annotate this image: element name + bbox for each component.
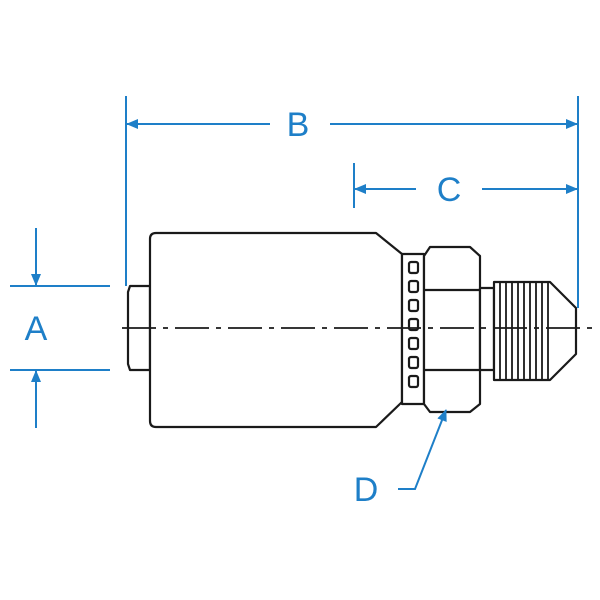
hex-nut	[422, 245, 482, 414]
dimension-label-b: B	[287, 106, 310, 144]
dimension-label-c: C	[437, 171, 462, 209]
dimension-label-a: A	[25, 310, 48, 348]
dimension-label-d: D	[354, 471, 379, 509]
dimensions: B C A D	[10, 96, 579, 509]
thread-lines	[499, 282, 549, 380]
collar-knurl	[407, 260, 420, 389]
neck	[478, 286, 496, 372]
fitting-body	[122, 231, 592, 429]
ferrule-shell	[148, 231, 404, 429]
male-thread	[492, 280, 578, 382]
dimension-d-leader	[398, 409, 447, 490]
